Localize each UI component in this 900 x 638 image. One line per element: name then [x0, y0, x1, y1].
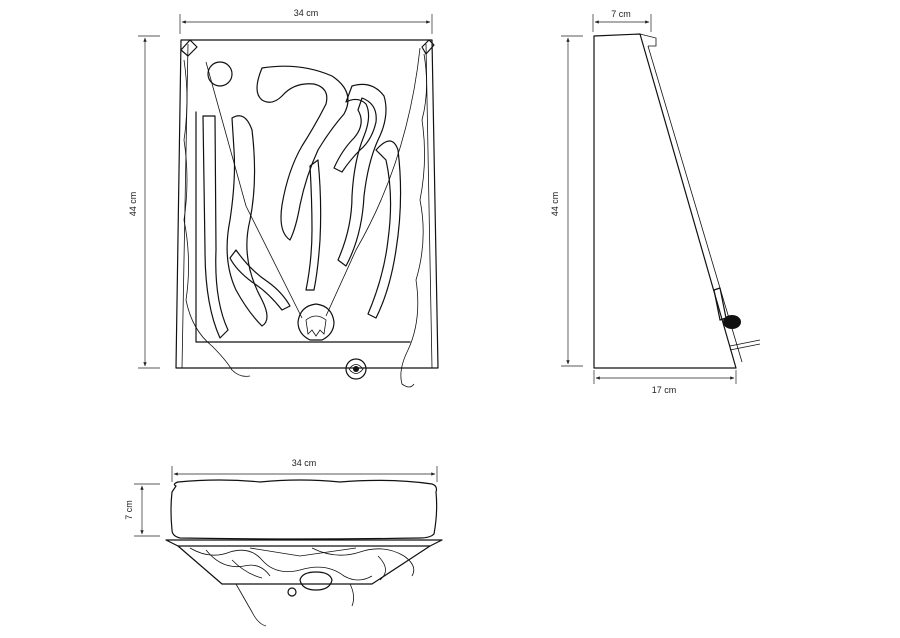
- front-height-label: 44 cm: [128, 192, 138, 217]
- front-panel: [175, 39, 439, 369]
- side-height-label: 44 cm: [550, 192, 560, 217]
- top-box: [165, 479, 443, 627]
- side-depth-top-label: 7 cm: [611, 9, 631, 19]
- side-top-depth-dimension: 7 cm: [592, 9, 652, 32]
- front-width-dimension: 34 cm: [179, 8, 433, 34]
- side-height-dimension: 44 cm: [550, 35, 583, 367]
- side-depth-bottom-label: 17 cm: [652, 385, 677, 395]
- top-depth-label: 7 cm: [124, 500, 134, 520]
- front-width-label: 34 cm: [294, 8, 319, 18]
- front-cutout-pattern: [183, 47, 427, 388]
- top-width-label: 34 cm: [292, 458, 317, 468]
- side-profile: [593, 33, 761, 369]
- top-view: 34 cm 7 cm: [124, 458, 443, 627]
- front-height-dimension: 44 cm: [128, 35, 160, 369]
- top-width-dimension: 34 cm: [171, 458, 438, 482]
- front-view: 34 cm 44 cm: [128, 8, 439, 388]
- side-bottom-depth-dimension: 17 cm: [593, 370, 737, 395]
- side-view: 7 cm 44 cm 17 cm: [550, 9, 761, 395]
- top-depth-dimension: 7 cm: [124, 483, 160, 537]
